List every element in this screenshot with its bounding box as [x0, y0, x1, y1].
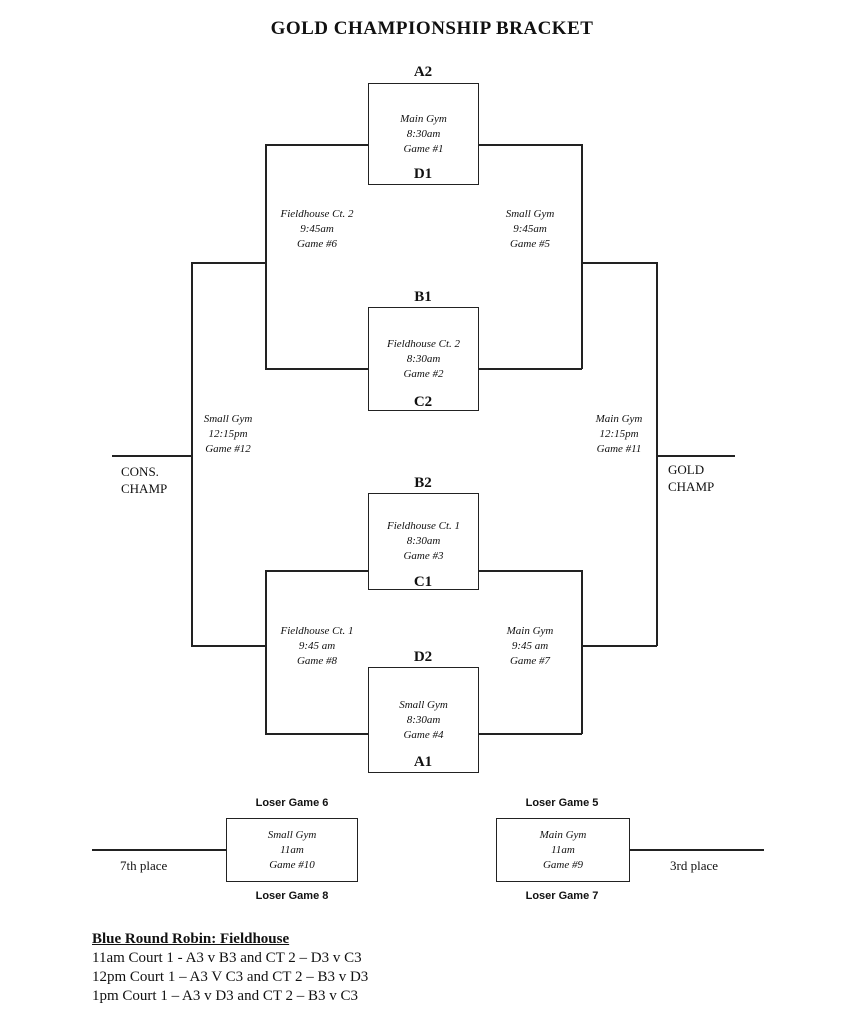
time-text: 8:30am — [406, 352, 441, 365]
connector-line — [191, 262, 193, 646]
game-number-text: Game #1 — [403, 142, 444, 155]
game-number-text: Game #8 — [296, 655, 338, 667]
game-12-info: Small Gym 12:15pm Game #12 — [173, 412, 283, 457]
game-number-text: Game #3 — [403, 550, 444, 562]
seed-label: D1 — [413, 166, 433, 182]
seed-label: C2 — [413, 394, 433, 410]
seed-label: A2 — [413, 64, 433, 80]
connector-line — [581, 144, 583, 369]
loser-game-label: Loser Game 6 — [255, 797, 329, 809]
seed-label: D2 — [413, 649, 433, 665]
game-number-text: Game #6 — [296, 238, 338, 250]
bracket-title: GOLD CHAMPIONSHIP BRACKET — [270, 18, 594, 39]
loser-game-label: Loser Game 5 — [525, 797, 599, 809]
game-9-box: Main Gym 11am Game #9 — [496, 818, 630, 882]
game-number-text: Game #12 — [205, 443, 251, 455]
time-text: 11am — [280, 843, 304, 856]
game-5-info: Small Gym 9:45am Game #5 — [475, 207, 585, 252]
connector-line — [191, 262, 266, 264]
connector-line — [478, 368, 582, 370]
seed-label: A1 — [413, 754, 433, 770]
game-7-info: Main Gym 9:45 am Game #7 — [475, 624, 585, 669]
venue-text: Fieldhouse Ct. 1 — [386, 520, 461, 532]
game-number-text: Game #2 — [403, 367, 444, 380]
connector-line — [478, 570, 582, 572]
connector-line — [191, 645, 266, 647]
game-number-text: Game #10 — [269, 858, 315, 871]
time-text: 12:15pm — [208, 428, 248, 440]
game-8-info: Fieldhouse Ct. 1 9:45 am Game #8 — [262, 624, 372, 669]
round-robin-line: 12pm Court 1 – A3 V C3 and CT 2 – B3 v D… — [92, 969, 369, 985]
connector-line — [581, 570, 583, 734]
venue-text: Main Gym — [539, 828, 587, 841]
connector-line — [478, 733, 582, 735]
game-1-box: Main Gym 8:30am Game #1 — [368, 83, 479, 185]
round-robin-line: 1pm Court 1 – A3 v D3 and CT 2 – B3 v C3 — [92, 988, 358, 1004]
game-6-info: Fieldhouse Ct. 2 9:45am Game #6 — [262, 207, 372, 252]
time-text: 12:15pm — [599, 428, 639, 440]
venue-text: Main Gym — [595, 413, 643, 425]
connector-line — [265, 733, 369, 735]
time-text: 8:30am — [406, 127, 441, 140]
seventh-place-label: 7th place — [120, 858, 168, 873]
connector-line — [629, 849, 764, 851]
connector-line — [478, 144, 582, 146]
time-text: 11am — [551, 843, 575, 856]
time-text: 9:45am — [513, 223, 547, 235]
time-text: 8:30am — [406, 535, 441, 547]
gold-champ-line: GOLD — [668, 462, 705, 477]
time-text: 9:45 am — [298, 640, 336, 652]
time-text: 8:30am — [406, 713, 441, 726]
venue-text: Fieldhouse Ct. 2 — [280, 208, 354, 220]
venue-text: Fieldhouse Ct. 1 — [280, 625, 354, 637]
game-11-info: Main Gym 12:15pm Game #11 — [564, 412, 674, 457]
cons-champ-line: CONS. — [121, 464, 159, 479]
venue-text: Small Gym — [505, 208, 555, 220]
connector-line — [265, 570, 369, 572]
game-4-box: Small Gym 8:30am Game #4 — [368, 667, 479, 773]
cons-champ-label: CONS. CHAMP — [121, 463, 167, 497]
time-text: 9:45am — [300, 223, 334, 235]
seed-label: C1 — [413, 574, 433, 590]
venue-text: Main Gym — [506, 625, 554, 637]
time-text: 9:45 am — [511, 640, 549, 652]
loser-game-label: Loser Game 7 — [525, 890, 599, 902]
connector-line — [656, 262, 658, 646]
gold-champ-line: CHAMP — [668, 479, 715, 494]
seed-label: B1 — [414, 289, 432, 305]
connector-line — [265, 144, 369, 146]
venue-text: Small Gym — [203, 413, 253, 425]
gold-champ-label: GOLD CHAMP — [668, 461, 714, 495]
game-10-box: Small Gym 11am Game #10 — [226, 818, 358, 882]
venue-text: Fieldhouse Ct. 2 — [386, 337, 461, 350]
cons-champ-line: CHAMP — [121, 481, 168, 496]
third-place-label: 3rd place — [670, 858, 719, 873]
connector-line — [265, 368, 369, 370]
connector-line — [92, 849, 226, 851]
game-3-box: Fieldhouse Ct. 1 8:30am Game #3 — [368, 493, 479, 590]
game-number-text: Game #4 — [403, 728, 444, 741]
game-number-text: Game #5 — [509, 238, 551, 250]
game-number-text: Game #7 — [509, 655, 551, 667]
connector-line — [265, 144, 267, 369]
seed-label: B2 — [414, 475, 432, 491]
venue-text: Small Gym — [267, 828, 317, 841]
game-2-box: Fieldhouse Ct. 2 8:30am Game #2 — [368, 307, 479, 411]
loser-game-label: Loser Game 8 — [255, 890, 329, 902]
round-robin-heading: Blue Round Robin: Fieldhouse — [92, 931, 290, 947]
game-number-text: Game #11 — [596, 443, 642, 455]
game-number-text: Game #9 — [542, 858, 584, 871]
connector-line — [265, 570, 267, 734]
connector-line — [112, 455, 192, 457]
venue-text: Main Gym — [400, 112, 447, 125]
round-robin-line: 11am Court 1 - A3 v B3 and CT 2 – D3 v C… — [92, 950, 362, 966]
connector-line — [581, 645, 657, 647]
connector-line — [656, 455, 735, 457]
venue-text: Small Gym — [399, 698, 448, 711]
connector-line — [581, 262, 657, 264]
